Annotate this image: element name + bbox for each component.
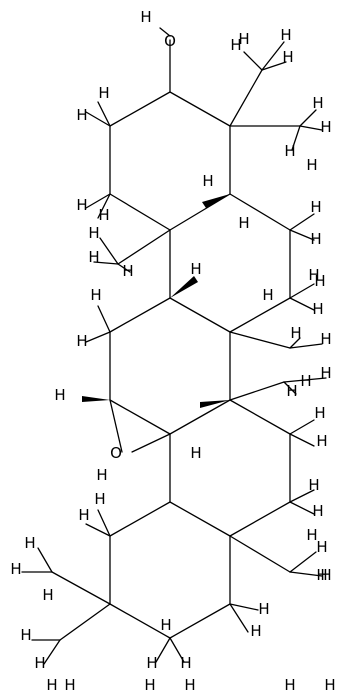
hydrogen-atom-label: H bbox=[202, 172, 213, 190]
hydrogen-atom-label: H bbox=[320, 330, 331, 348]
hydrogen-atom-label: H bbox=[310, 230, 321, 248]
hydrogen-atom-label: H bbox=[262, 286, 273, 304]
hydrogen-atom-label: H bbox=[238, 30, 249, 48]
hydrogen-atom-label: H bbox=[98, 206, 109, 224]
hydrogen-atom-label: H bbox=[284, 142, 295, 160]
hydrogen-atom-label: H bbox=[324, 676, 335, 694]
hydrogen-atom-label: H bbox=[230, 36, 241, 54]
hydrogen-atom-label: H bbox=[308, 476, 319, 494]
hydrogen-atom-label: H bbox=[286, 382, 297, 400]
hydrogen-atom-label: H bbox=[140, 8, 151, 26]
hydrogen-atom-label: H bbox=[122, 262, 133, 280]
hydrogen-atom-label: H bbox=[76, 196, 87, 214]
oxygen-atom-label: O bbox=[110, 444, 122, 462]
hydrogen-atom-label: H bbox=[312, 502, 323, 520]
hydrogen-atom-label: H bbox=[314, 272, 325, 290]
hydrogen-atom-label: H bbox=[316, 432, 327, 450]
hydrogen-atom-label: H bbox=[238, 214, 249, 232]
hydrogen-atom-label: H bbox=[320, 364, 331, 382]
hydrogen-atom-label: H bbox=[314, 404, 325, 422]
hydrogen-atom-label: H bbox=[144, 676, 155, 694]
hydrogen-atom-label: H bbox=[76, 332, 87, 350]
hydrogen-atom-label: H bbox=[88, 224, 99, 242]
hydrogen-atom-label: H bbox=[10, 560, 21, 578]
hydrogen-atom-label: H bbox=[20, 626, 31, 644]
hydrogen-atom-label: H bbox=[90, 286, 101, 304]
bond-lines bbox=[21, 27, 327, 665]
hydrogen-atom-label: H bbox=[308, 266, 319, 284]
hydrogen-atom-label: H bbox=[316, 566, 327, 584]
hydrogen-atom-label: H bbox=[300, 372, 311, 390]
oxygen-atom-label: O bbox=[164, 32, 176, 50]
hydrogen-atom-label: H bbox=[190, 260, 201, 278]
hydrogen-atom-label: H bbox=[284, 676, 295, 694]
hydrogen-atom-label: H bbox=[316, 538, 327, 556]
hydrogen-atom-label: H bbox=[64, 676, 75, 694]
hydrogen-atom-label: H bbox=[280, 26, 291, 44]
hydrogen-atom-label: H bbox=[54, 386, 65, 404]
hydrogen-atom-label: H bbox=[290, 324, 301, 342]
hydrogen-atom-label: H bbox=[24, 534, 35, 552]
hydrogen-atom-label: H bbox=[98, 84, 109, 102]
hydrogen-atom-label: H bbox=[320, 118, 331, 136]
hydrogen-atom-label: H bbox=[180, 654, 191, 672]
hydrogen-atom-label: H bbox=[42, 586, 53, 604]
hydrogen-atom-label: H bbox=[282, 48, 293, 66]
hydrogen-atom-label: H bbox=[312, 300, 323, 318]
hydrogen-atom-label: H bbox=[190, 444, 201, 462]
hydrogen-atom-label: H bbox=[258, 600, 269, 618]
hydrogen-atom-label: H bbox=[250, 622, 261, 640]
hydrogen-atom-label: H bbox=[94, 490, 105, 508]
hydrogen-atom-label: H bbox=[96, 466, 107, 484]
hydrogen-atom-label: H bbox=[312, 94, 323, 112]
hydrogen-atom-label: H bbox=[88, 248, 99, 266]
hydrogen-atom-label: H bbox=[78, 506, 89, 524]
hydrogen-atom-label: H bbox=[184, 676, 195, 694]
hydrogen-atom-label: H bbox=[46, 676, 57, 694]
hydrogen-atom-label: H bbox=[146, 654, 157, 672]
hydrogen-atom-label: H bbox=[306, 526, 317, 544]
hydrogen-atom-label: H bbox=[320, 566, 331, 584]
hydrogen-atom-label: H bbox=[76, 106, 87, 124]
hydrogen-atom-label: H bbox=[160, 616, 171, 634]
hydrogen-atom-label: H bbox=[310, 198, 321, 216]
hydrogen-atom-label: H bbox=[34, 654, 45, 672]
hydrogen-atom-label: H bbox=[306, 156, 317, 174]
